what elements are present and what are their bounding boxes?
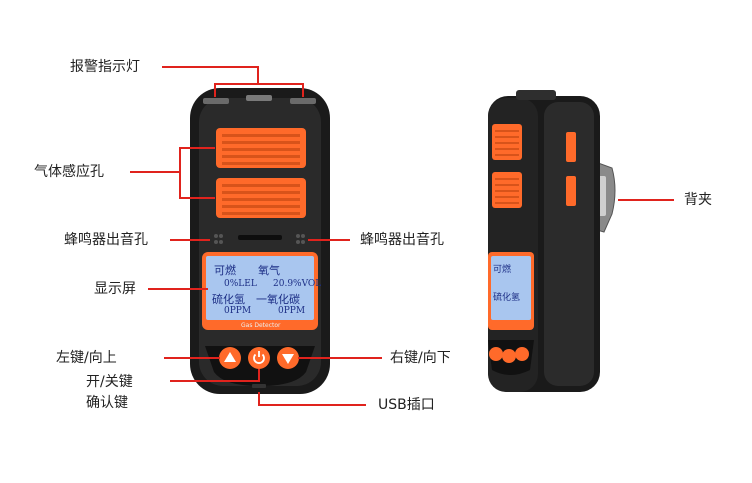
screen-value-co: 0PPM xyxy=(278,306,306,316)
sensor-grille-bottom-slots xyxy=(222,184,300,215)
side-body-rear xyxy=(544,102,594,386)
callout-usb-port: USB插口 xyxy=(378,397,435,413)
side-top-cap xyxy=(516,90,556,100)
callout-line-display xyxy=(148,288,208,290)
callout-line-left-key xyxy=(164,357,220,359)
side-accent-bottom xyxy=(566,176,576,206)
callout-line-buzzer-right xyxy=(308,239,350,241)
callout-line-alarm-v xyxy=(257,66,259,84)
callout-alarm-light: 报警指示灯 xyxy=(70,59,140,75)
alarm-light-left xyxy=(203,98,229,104)
screen-label-h2s: 硫化氢 xyxy=(212,293,245,306)
callout-line-right-key xyxy=(298,357,382,359)
callout-line-gas-bot xyxy=(179,197,215,199)
screen-label-co: 一氧化碳 xyxy=(256,293,300,306)
callout-left-key: 左键/向上 xyxy=(56,350,117,366)
up-arrow-icon xyxy=(224,352,236,362)
callout-line-alarm-h xyxy=(162,66,258,68)
callout-power-key-line2: 确认键 xyxy=(86,395,128,411)
screen-value-vol: 20.9%VOL xyxy=(273,279,322,289)
power-icon xyxy=(253,353,265,364)
callout-line-power-h xyxy=(170,380,260,382)
callout-line-power-v xyxy=(258,369,260,382)
callout-line-alarm-r xyxy=(302,83,304,97)
callout-line-gas-h xyxy=(130,171,180,173)
callout-back-clip: 背夹 xyxy=(684,192,712,208)
screen-value-h2s: 0PPM xyxy=(224,306,252,316)
callout-line-usb-h xyxy=(258,404,366,406)
side-screen-text-1: 可燃 xyxy=(493,265,512,275)
callout-gas-sensor-holes: 气体感应孔 xyxy=(34,164,104,180)
screen-value-lel: 0%LEL xyxy=(224,279,257,289)
callout-buzzer-left: 蜂鸣器出音孔 xyxy=(64,232,148,248)
screen-label-oxygen: 氧气 xyxy=(258,264,280,277)
sensor-grille-top-slots xyxy=(222,134,300,165)
callout-line-alarm-bar xyxy=(214,83,304,85)
lcd-screen xyxy=(206,256,314,320)
speaker-slot xyxy=(238,235,282,240)
callout-line-gas-v xyxy=(179,147,181,199)
callout-display: 显示屏 xyxy=(94,281,136,297)
side-right-button xyxy=(515,347,529,361)
callout-buzzer-right: 蜂鸣器出音孔 xyxy=(360,232,444,248)
screen-label-flammable: 可燃 xyxy=(214,264,236,277)
callout-line-buzzer-left xyxy=(170,239,210,241)
buzzer-holes-left xyxy=(214,234,223,244)
side-lcd-screen xyxy=(491,256,531,320)
callout-line-usb-v xyxy=(258,392,260,406)
callout-line-back-clip xyxy=(618,199,674,201)
side-screen-text-2: 硫化氢 xyxy=(493,293,521,303)
callout-right-key: 右键/向下 xyxy=(390,350,451,366)
alarm-light-right xyxy=(290,98,316,104)
callout-line-alarm-l xyxy=(214,83,216,97)
buzzer-holes-right xyxy=(296,234,305,244)
power-button[interactable] xyxy=(248,347,270,369)
side-power-button xyxy=(502,349,516,363)
down-arrow-icon xyxy=(282,354,294,364)
alarm-light-center xyxy=(246,95,272,101)
side-left-button xyxy=(489,347,503,361)
usb-port xyxy=(252,384,266,388)
side-accent-top xyxy=(566,132,576,162)
brand-label: Gas Detector xyxy=(241,322,281,329)
callout-line-gas-top xyxy=(179,147,215,149)
callout-power-key-line1: 开/关键 xyxy=(86,374,133,390)
